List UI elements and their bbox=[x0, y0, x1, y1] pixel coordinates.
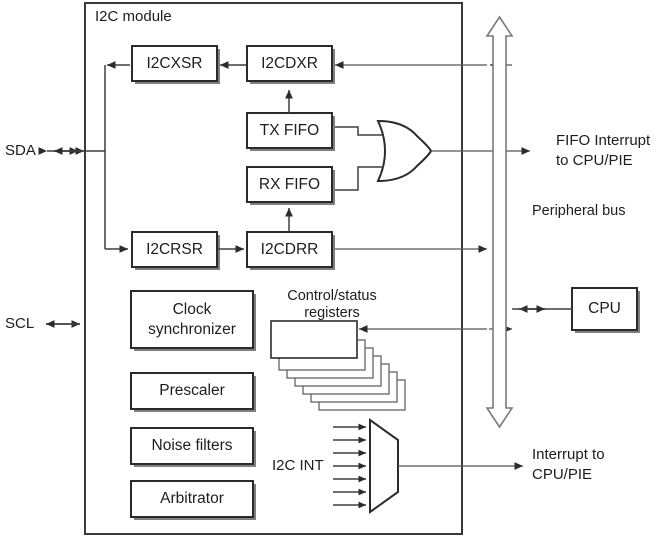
block-tx-fifo bbox=[246, 112, 335, 151]
or-gate bbox=[376, 119, 433, 183]
block-prescaler bbox=[130, 372, 256, 412]
block-label-clock-sync-line1: Clock bbox=[173, 301, 212, 318]
block-i2crsr bbox=[131, 231, 220, 270]
i2c-module-border bbox=[84, 2, 463, 535]
control-status-label-line2: registers bbox=[304, 305, 360, 321]
block-label-tx-fifo: TX FIFO bbox=[260, 122, 319, 139]
block-rx-fifo bbox=[246, 166, 335, 205]
module-title: I2C module bbox=[95, 8, 172, 25]
block-i2cxsr bbox=[131, 45, 220, 84]
peripheral-bus-arrow bbox=[485, 15, 514, 429]
block-i2cdrr bbox=[246, 231, 335, 270]
scl-label: SCL bbox=[5, 315, 34, 332]
wire-txfifo-to-orgate bbox=[335, 126, 383, 136]
mux-input-wires bbox=[333, 423, 366, 509]
interrupt-label-line1: Interrupt to bbox=[532, 446, 605, 463]
sda-internal-bus bbox=[104, 61, 130, 253]
block-label-rx-fifo: RX FIFO bbox=[259, 176, 320, 193]
block-cpu bbox=[571, 287, 640, 333]
block-clock-synchronizer bbox=[130, 290, 256, 351]
block-i2cdxr bbox=[246, 45, 335, 84]
block-label-clock-sync-line2: synchronizer bbox=[148, 321, 236, 338]
control-status-register-stack bbox=[270, 320, 406, 411]
block-label-cpu: CPU bbox=[588, 300, 621, 317]
block-label-prescaler: Prescaler bbox=[159, 382, 224, 399]
block-label-i2crsr: I2CRSR bbox=[146, 241, 203, 258]
block-noise-filters bbox=[130, 427, 256, 467]
wire-rxfifo-to-orgate bbox=[335, 166, 383, 191]
block-label-i2cxsr: I2CXSR bbox=[147, 55, 203, 72]
interrupt-label-line2: CPU/PIE bbox=[532, 466, 592, 483]
control-status-label-line1: Control/status bbox=[287, 288, 376, 304]
block-label-i2cdxr: I2CDXR bbox=[261, 55, 318, 72]
block-label-noise-filters: Noise filters bbox=[152, 437, 233, 454]
i2c-int-label: I2C INT bbox=[272, 457, 324, 474]
i2c-int-mux bbox=[369, 418, 399, 514]
block-label-i2cdrr: I2CDRR bbox=[261, 241, 319, 258]
sda-label: SDA bbox=[5, 142, 36, 159]
fifo-interrupt-label-line1: FIFO Interrupt bbox=[556, 132, 651, 149]
block-label-arbitrator: Arbitrator bbox=[160, 490, 224, 507]
block-arbitrator bbox=[130, 480, 256, 520]
peripheral-bus-label: Peripheral bus bbox=[532, 203, 626, 219]
fifo-interrupt-label-line2: to CPU/PIE bbox=[556, 152, 633, 169]
